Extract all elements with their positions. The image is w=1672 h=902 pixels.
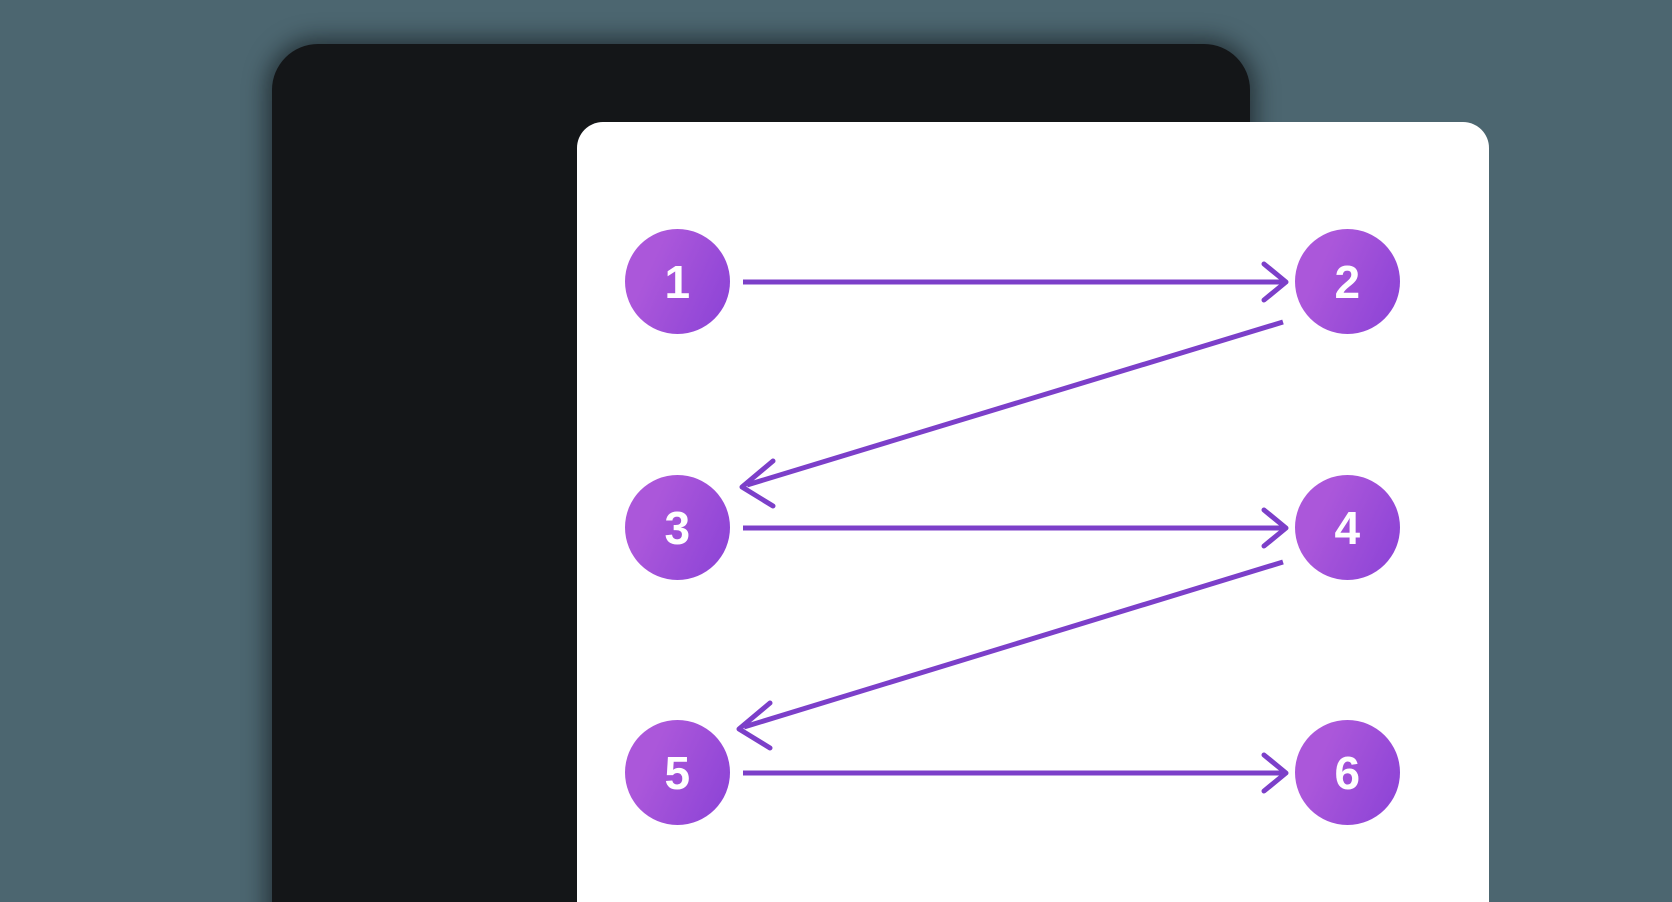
- arrowhead-5-6: [1261, 752, 1289, 794]
- device-frame: 1 2 3 4 5 6: [272, 44, 1489, 902]
- diagram-node-5-label: 5: [664, 746, 691, 799]
- arrowhead-2-3: [739, 458, 776, 509]
- diagram-node-3-label: 3: [664, 501, 691, 554]
- diagram-node-5[interactable]: 5: [625, 720, 730, 825]
- edge-line-2-3: [746, 319, 1284, 488]
- diagram-node-3[interactable]: 3: [625, 475, 730, 580]
- edge-3-to-4: [743, 507, 1289, 549]
- arrowhead-4-5: [736, 700, 773, 751]
- arrowhead-1-2: [1261, 261, 1289, 303]
- edge-2-to-3: [739, 319, 1284, 509]
- diagram-node-1[interactable]: 1: [625, 229, 730, 334]
- edge-layer: [736, 261, 1289, 794]
- diagram-node-6-label: 6: [1334, 746, 1361, 799]
- edge-1-to-2: [743, 261, 1289, 303]
- diagram-node-4-label: 4: [1334, 501, 1361, 554]
- edge-4-to-5: [736, 559, 1284, 751]
- diagram-node-2[interactable]: 2: [1295, 229, 1400, 334]
- diagram-node-4[interactable]: 4: [1295, 475, 1400, 580]
- edge-5-to-6: [743, 752, 1289, 794]
- diagram-node-1-label: 1: [664, 255, 691, 308]
- device-screen: 1 2 3 4 5 6: [577, 122, 1489, 902]
- edge-line-4-5: [743, 559, 1284, 730]
- diagram-node-2-label: 2: [1334, 255, 1361, 308]
- node-flow-diagram: 1 2 3 4 5 6: [577, 122, 1489, 902]
- arrowhead-3-4: [1261, 507, 1289, 549]
- diagram-node-6[interactable]: 6: [1295, 720, 1400, 825]
